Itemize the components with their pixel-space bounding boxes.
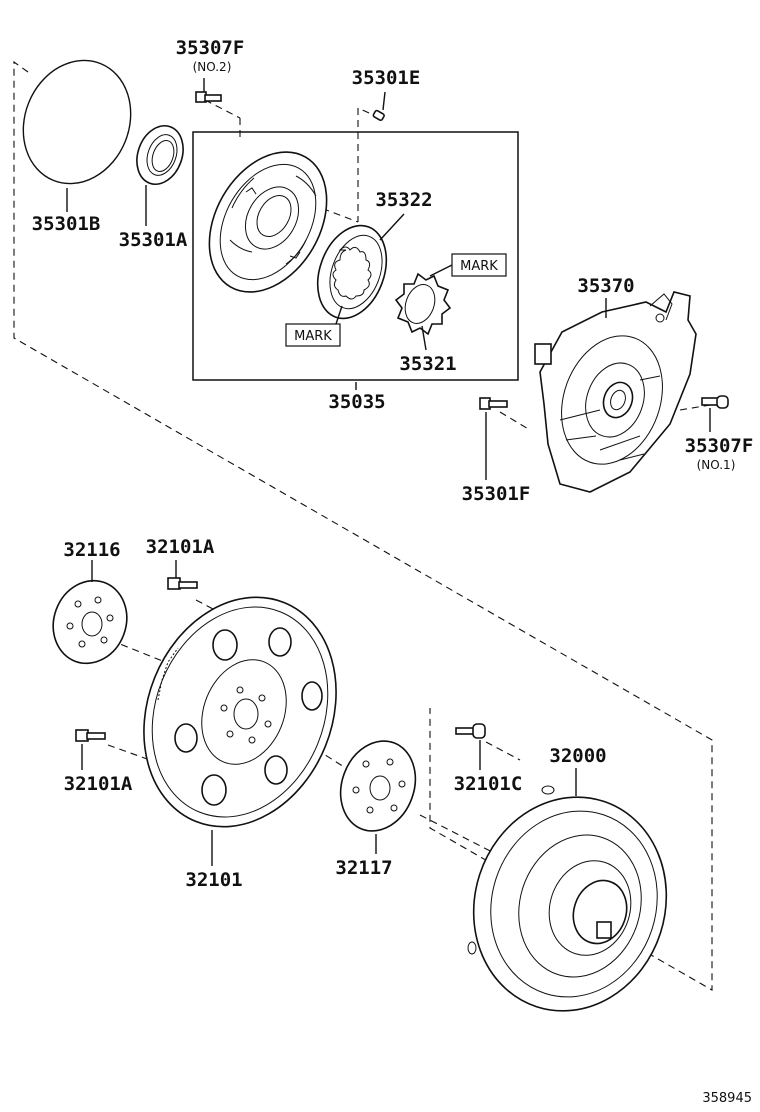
part-label-35301B: 35301B [32,213,101,235]
pump-assembly-box [192,131,519,381]
part-label-35321: 35321 [399,353,456,375]
mark-upper-label: MARK [460,259,498,274]
pin-icon [372,109,385,122]
part-label-32117: 32117 [335,857,392,879]
part-note-no1: (NO.1) [697,458,736,472]
drive-plate-front-part [52,579,128,665]
oil-seal-part [136,125,184,185]
bolt-icon [455,723,486,739]
o-ring-part [22,59,132,185]
part-note-no2: (NO.2) [193,60,232,74]
torque-converter-part [467,785,668,1012]
part-label-35035: 35035 [328,391,385,413]
spacer-plate-part [339,740,417,832]
part-label-35322: 35322 [375,189,432,211]
part-label-35370: 35370 [577,275,634,297]
drive-plate-part [143,596,337,828]
part-label-35307F-right: 35307F [685,435,754,457]
part-label-32101C: 32101C [454,773,523,795]
assembly-dashed-lines [13,60,713,991]
part-label-32101: 32101 [185,869,242,891]
part-label-32116: 32116 [63,539,120,561]
part-label-35301F: 35301F [462,483,531,505]
inner-gear-part [394,272,452,336]
outer-gear-part [316,224,388,320]
mark-lower-callout: MARK [285,305,343,347]
part-label-32000: 32000 [549,745,606,767]
part-label-32101A-top: 32101A [146,536,215,558]
mark-upper-callout: MARK [429,253,507,277]
bolt-icon [701,395,729,409]
part-label-35301E: 35301E [352,67,421,89]
leader-lines [66,78,711,866]
part-label-32101A-left: 32101A [64,773,133,795]
bolt-icon [479,397,508,410]
pump-body-part [208,151,328,293]
figure-id: 358945 [702,1091,752,1106]
part-label-35307F-top: 35307F [176,37,245,59]
pump-cover-part [534,291,697,493]
part-label-35301A: 35301A [119,229,188,251]
bolt-icon [195,91,222,103]
mark-lower-label: MARK [294,329,332,344]
bolt-icon [167,577,198,590]
bolt-icon [75,729,106,742]
